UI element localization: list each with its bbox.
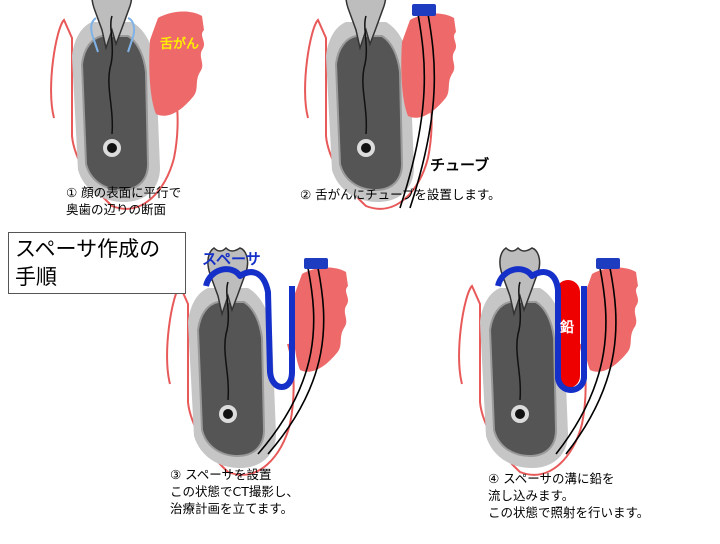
spacer [203,266,295,390]
lead-label: 鉛 [560,319,574,336]
tube-cap [412,4,436,16]
panel-2: チューブ [304,0,489,210]
tumor-label: 舌がん [160,36,199,52]
caption-step-4: ④ スペーサの溝に鉛を 流し込みます。 この状態で照射を行います。 [488,471,650,520]
tube-cap [596,258,620,269]
section-title: スペーサ作成の 手順 [8,232,186,294]
lead-block [556,280,580,388]
panel-3: スペーサ [166,247,348,476]
panel-4: 鉛 [458,247,638,476]
tube-cap [304,258,328,269]
spacer-label: スペーサ [202,250,261,268]
panel-1: 舌がん [50,0,204,210]
caption-step-3: ③ スペーサを設置 この状態でCT撮影し、 治療計画を立てます。 [170,467,299,516]
spacer [495,266,587,393]
caption-step-2: ② 舌がんにチューブを設置します。 [300,187,501,202]
tube-label: チューブ [430,156,489,174]
caption-step-1: ① 顔の表面に平行で 奥歯の辺りの断面 [66,185,182,217]
